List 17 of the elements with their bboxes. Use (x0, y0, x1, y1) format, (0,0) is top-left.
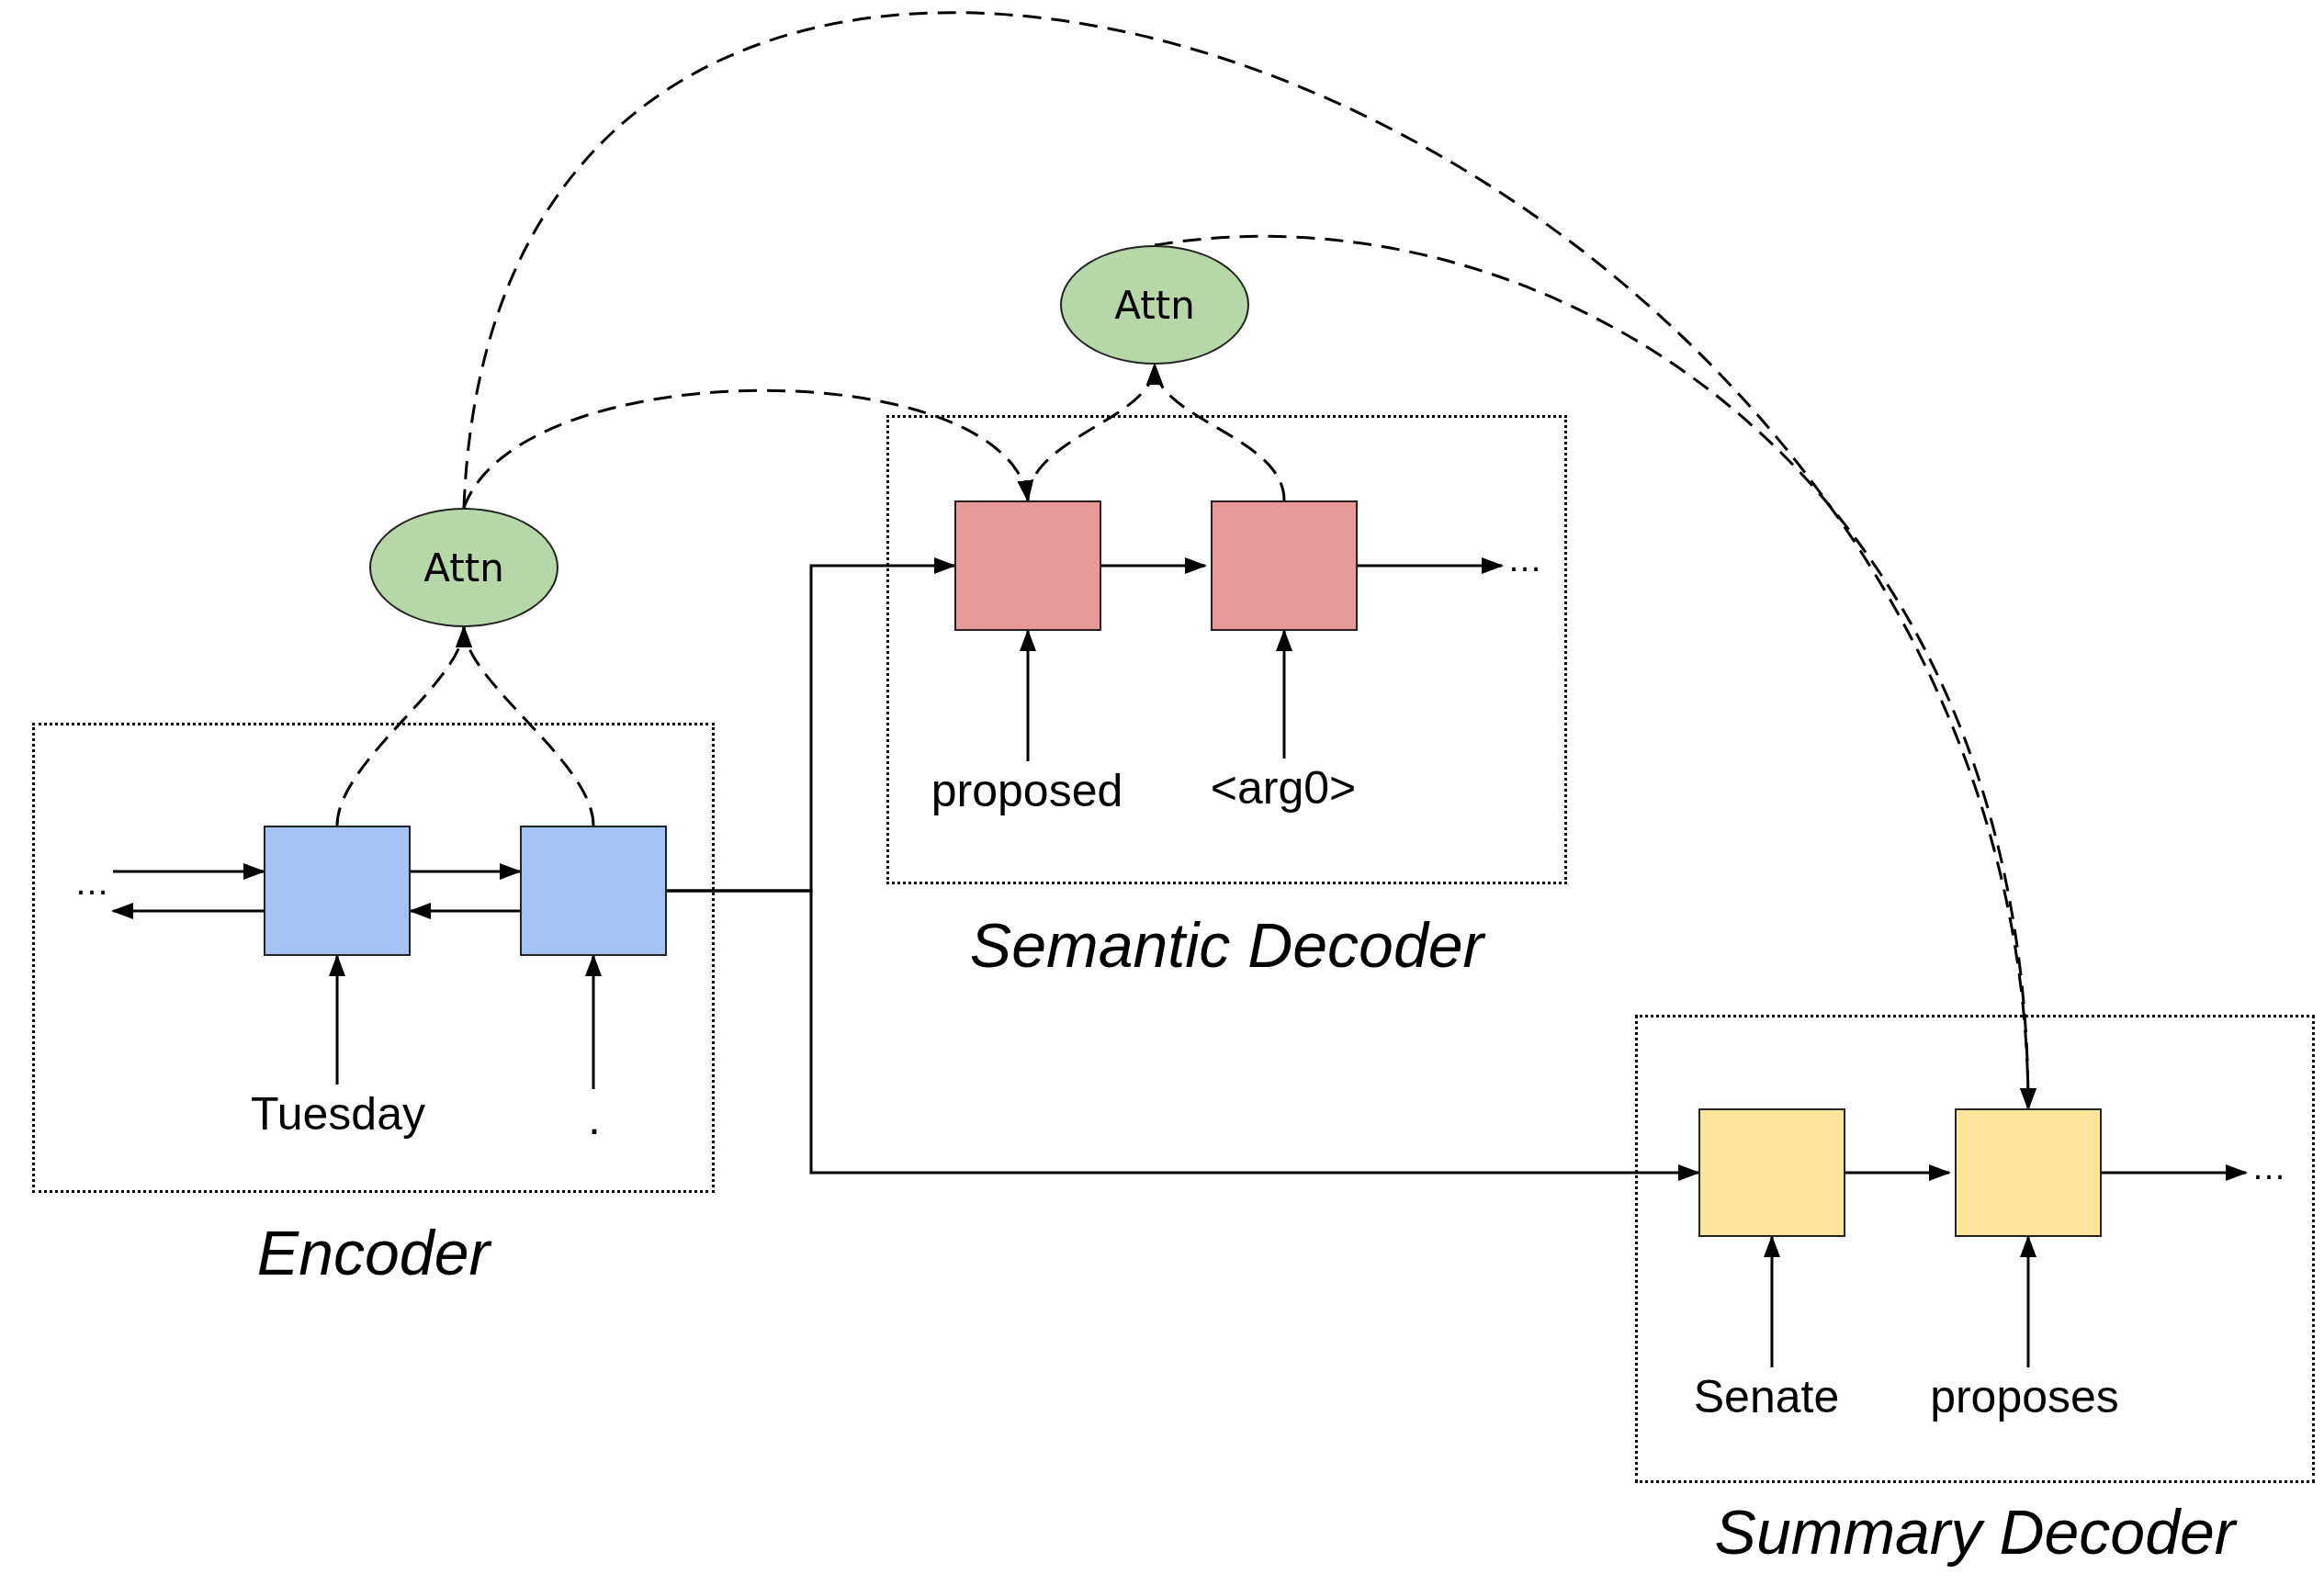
group-heading: Encoder (256, 1219, 491, 1287)
arrow (1845, 1164, 1951, 1181)
input-word: proposes (1930, 1371, 2119, 1424)
input-word: Senate (1693, 1371, 1840, 1424)
arrow (2020, 1235, 2036, 1367)
ellipsis-text: … (2251, 1148, 2286, 1188)
group-heading: Summary Decoder (1714, 1498, 2236, 1567)
rnn-cell (1698, 1108, 1845, 1237)
arrow (329, 954, 345, 1085)
arrow (111, 903, 264, 919)
arrow (1764, 1235, 1780, 1367)
arrow (113, 863, 265, 880)
rnn-cell (1955, 1108, 2102, 1237)
rnn-cell (264, 826, 411, 956)
input-word: Tuesday (251, 1088, 425, 1141)
ellipsis-text: … (74, 863, 109, 904)
arrow (2102, 1164, 2248, 1181)
